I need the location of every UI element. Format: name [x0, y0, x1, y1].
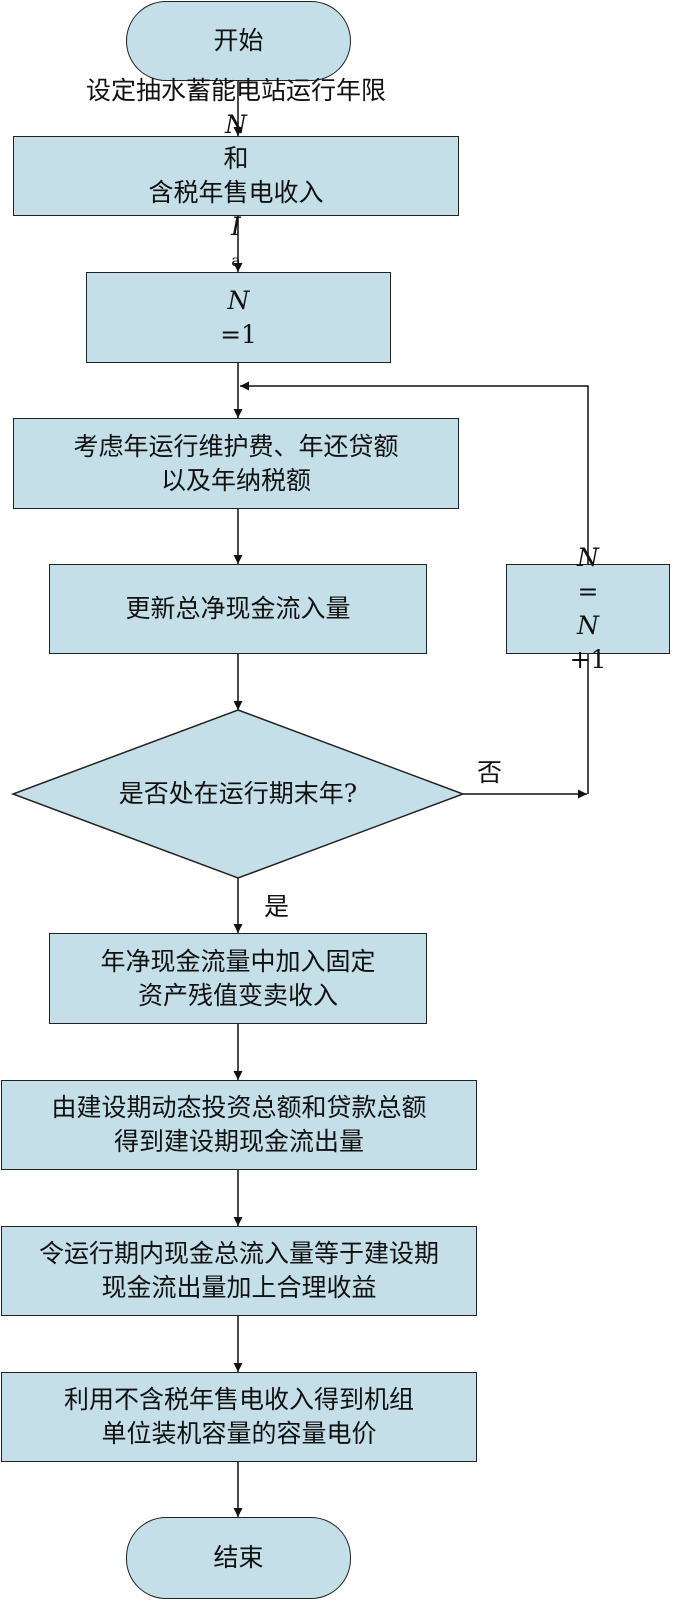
construction-line2: 得到建设期现金流出量	[113, 1127, 364, 1156]
add-residual-line1: 年净现金流量中加入固定	[100, 946, 376, 976]
edge-label-yes: 是	[264, 892, 290, 921]
inc-var1: N	[577, 543, 599, 572]
set-params-line2: 含税年售电收入	[148, 178, 324, 207]
init-n-node: N =1	[86, 272, 391, 363]
consider-costs-line2: 以及年纳税额	[160, 465, 311, 495]
set-params-line1: 设定抽水蓄能电站运行年限	[85, 76, 386, 105]
decision-text: 是否处在运行期末年?	[118, 779, 358, 808]
edge-label-no: 否	[477, 758, 503, 787]
add-residual-node: 年净现金流量中加入固定 资产残值变卖收入	[49, 933, 427, 1024]
start-text: 开始	[213, 26, 264, 55]
sub-a: a	[231, 251, 241, 270]
var-n: N	[225, 110, 247, 139]
update-flow-text: 更新总净现金流入量	[125, 594, 351, 623]
decision-diamond	[10, 709, 466, 879]
inc-var2: N	[577, 611, 599, 640]
equate-line1: 令运行期内现金总流入量等于建设期	[38, 1239, 439, 1268]
equate-flows-node: 令运行期内现金总流入量等于建设期 现金流出量加上合理收益	[1, 1226, 477, 1316]
increment-n-node: N = N +1	[506, 543, 670, 674]
and-text: 和	[223, 144, 249, 173]
construction-outflow-node: 由建设期动态投资总额和贷款总额 得到建设期现金流出量	[1, 1080, 477, 1170]
update-flow-node: 更新总净现金流入量	[49, 564, 427, 654]
inc-rest: +1	[569, 645, 607, 674]
inc-eq: =	[577, 577, 599, 606]
start-node: 开始	[126, 1, 351, 81]
capacity-price-node: 利用不含税年售电收入得到机组 单位装机容量的容量电价	[1, 1372, 477, 1462]
init-n-rest: =1	[220, 319, 257, 349]
construction-line1: 由建设期动态投资总额和贷款总额	[51, 1093, 427, 1122]
consider-costs-line1: 考虑年运行维护费、年还贷额	[73, 431, 399, 461]
end-text: 结束	[213, 1543, 264, 1572]
end-node: 结束	[126, 1517, 351, 1599]
add-residual-line2: 资产残值变卖收入	[137, 980, 338, 1010]
init-n-var: N	[227, 285, 250, 315]
edge-increment-loop	[240, 381, 589, 564]
var-i: I	[231, 212, 241, 241]
equate-line2: 现金流出量加上合理收益	[101, 1273, 377, 1302]
price-line2: 单位装机容量的容量电价	[101, 1419, 377, 1448]
price-line1: 利用不含税年售电收入得到机组	[63, 1385, 414, 1414]
consider-costs-node: 考虑年运行维护费、年还贷额 以及年纳税额	[13, 418, 459, 509]
